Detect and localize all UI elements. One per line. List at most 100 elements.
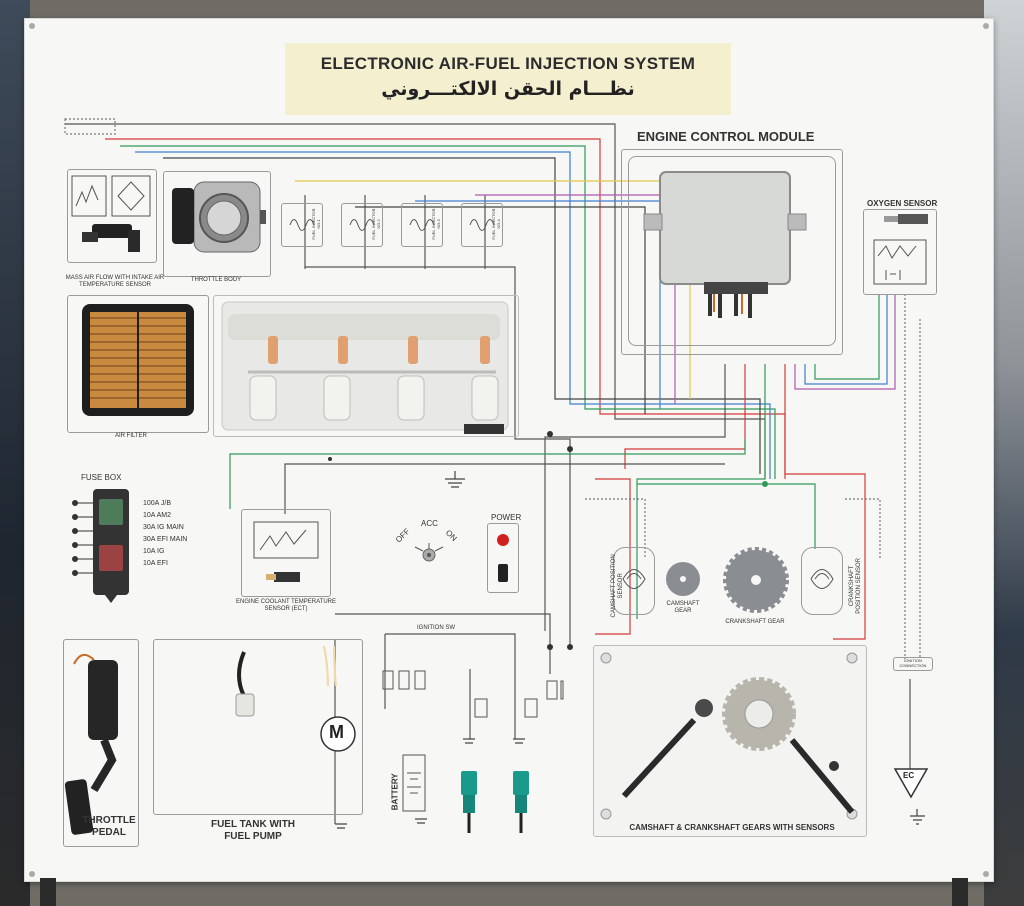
wire-green-top bbox=[120, 145, 776, 479]
wire-ecm-red bbox=[624, 364, 746, 469]
ignition-sw-label: IGNITION SW bbox=[417, 625, 455, 631]
relay-1-icon bbox=[461, 771, 477, 833]
fuse-item: 10A IG bbox=[143, 547, 165, 555]
throttle-body-panel bbox=[163, 171, 271, 277]
throttle-body-label: THROTTLE BODY bbox=[190, 277, 242, 283]
air-filter-label: AIR FILTER bbox=[115, 433, 147, 439]
motor-symbol-icon bbox=[320, 716, 356, 752]
title-banner: ELECTRONIC AIR-FUEL INJECTION SYSTEM نظـ… bbox=[285, 43, 731, 115]
stand-leg-right bbox=[952, 878, 968, 906]
wire-ect-green bbox=[229, 439, 746, 509]
corner-screw bbox=[983, 23, 989, 29]
ec-symbol-icon bbox=[893, 768, 929, 799]
throttle-pedal-panel bbox=[63, 639, 139, 847]
crankshaft-sensor-label: CRANKSHAFT POSITION SENSOR bbox=[849, 558, 862, 614]
oxygen-sensor-label: OXYGEN SENSOR bbox=[867, 199, 938, 208]
ect-sensor-panel bbox=[241, 509, 331, 597]
ground-symbols bbox=[335, 471, 925, 829]
injector-symbols: FUEL INJECTOR NO.1 FUEL INJECTOR NO.2 FU… bbox=[281, 203, 541, 247]
fuse-box-icon bbox=[72, 489, 129, 603]
wire-ect-gray bbox=[284, 463, 725, 514]
gears-sensors-panel bbox=[593, 645, 867, 837]
fuse-item: 10A EFI bbox=[143, 559, 168, 567]
gears-sensors-label: CAMSHAFT & CRANKSHAFT GEARS WITH SENSORS bbox=[629, 823, 835, 832]
title-arabic: نظـــام الحقن الالكتـــروني bbox=[381, 78, 635, 100]
ignition-connection-box: IGNITION CONNECTION bbox=[893, 657, 933, 671]
ecm-unit-icon bbox=[643, 171, 807, 318]
ignition-switch-icon bbox=[414, 543, 444, 562]
ignition-connection-label: IGNITION CONNECTION bbox=[899, 658, 927, 668]
wire-cam-red bbox=[595, 478, 631, 635]
wire-pump bbox=[335, 613, 551, 674]
intake-manifold-panel bbox=[213, 295, 519, 437]
fuel-pump-hose-icon bbox=[323, 645, 337, 687]
injector-symbol-1: FUEL INJECTOR NO.1 bbox=[281, 203, 323, 247]
ect-label: ENGINE COOLANT TEMPERATURE SENSOR (ECT) bbox=[235, 599, 337, 612]
wire-dashed-cam bbox=[585, 498, 881, 559]
wire-dashed-right bbox=[904, 294, 921, 659]
throttle-body-icon bbox=[172, 181, 266, 253]
power-label: POWER bbox=[491, 513, 522, 522]
injector-symbol-4: FUEL INJECTOR NO.4 bbox=[461, 203, 503, 247]
relay-circuit-icon bbox=[382, 670, 564, 718]
wire-dark-top bbox=[163, 157, 761, 474]
camshaft-sensor-coil-icon bbox=[622, 569, 646, 589]
ec-symbol-text: EC bbox=[903, 771, 915, 780]
training-board: ELECTRONIC AIR-FUEL INJECTION SYSTEM نظـ… bbox=[24, 18, 994, 882]
corner-screw bbox=[29, 23, 35, 29]
injector-symbol-3: FUEL INJECTOR NO.3 bbox=[401, 203, 443, 247]
wire-ecm-red2 bbox=[784, 364, 866, 640]
fuel-tank-label: FUEL TANK WITH FUEL PUMP bbox=[210, 819, 296, 842]
maf-sensor-panel bbox=[67, 169, 157, 263]
ecm-panel bbox=[621, 149, 843, 355]
fuel-tank-panel: M bbox=[153, 639, 363, 815]
fuse-item: 30A EFI MAIN bbox=[143, 535, 188, 543]
wire-ecm-gray bbox=[544, 364, 726, 631]
fuse-item: 100A J/B bbox=[143, 499, 172, 507]
injector-coil-icon bbox=[469, 219, 495, 231]
power-toggle-switch[interactable] bbox=[498, 564, 508, 582]
power-indicator-lamp bbox=[497, 534, 509, 546]
relay-2-icon bbox=[513, 771, 529, 833]
camshaft-sensor-panel bbox=[613, 547, 655, 615]
corner-screw bbox=[29, 871, 35, 877]
oxygen-sensor-icon bbox=[873, 214, 928, 285]
camshaft-sensor-label: CAMSHAFT POSITION SENSOR bbox=[611, 554, 624, 618]
injector-label-4: FUEL INJECTOR NO.4 bbox=[491, 208, 501, 240]
maf-sensor-icon bbox=[82, 224, 140, 252]
throttle-pedal-icon bbox=[64, 653, 118, 835]
injector-coil-icon bbox=[289, 219, 315, 231]
ecm-inner-frame bbox=[628, 156, 836, 346]
ignition-acc-label: ACC bbox=[421, 519, 438, 528]
fuel-pump-connector-icon bbox=[235, 651, 255, 717]
wire-blue-top bbox=[135, 151, 771, 479]
maf-label: MASS AIR FLOW WITH INTAKE AIR TEMPERATUR… bbox=[65, 275, 165, 288]
battery-symbol-icon bbox=[402, 754, 426, 812]
ecm-label: ENGINE CONTROL MODULE bbox=[637, 129, 815, 144]
wire-o2-green bbox=[814, 294, 880, 380]
injector-label-3: FUEL INJECTOR NO.3 bbox=[431, 208, 441, 240]
fuse-list: 100A J/B 10A AM2 30A IG MAIN 30A EFI MAI… bbox=[143, 497, 187, 569]
gears-sensors-icon bbox=[600, 652, 858, 820]
crankshaft-sensor-coil-icon bbox=[810, 569, 834, 589]
oxygen-sensor-panel bbox=[863, 209, 937, 295]
camshaft-gear-label: CAMSHAFT GEAR bbox=[666, 601, 700, 614]
wire-ground-inj bbox=[305, 266, 571, 649]
crankshaft-gear-icon bbox=[723, 547, 789, 613]
camshaft-gear-icon bbox=[666, 562, 700, 596]
wire-gray-inj1 bbox=[304, 195, 486, 269]
motor-symbol-text: M bbox=[329, 722, 344, 742]
fuse-item: 10A AM2 bbox=[143, 511, 172, 519]
air-filter-icon bbox=[82, 304, 194, 416]
crankshaft-sensor-panel bbox=[801, 547, 843, 615]
wire-o2-purple bbox=[794, 294, 896, 390]
wire-crank-green bbox=[637, 483, 816, 549]
power-panel bbox=[487, 523, 519, 593]
fuse-item: 30A IG MAIN bbox=[143, 523, 184, 531]
crankshaft-gear-label: CRANKSHAFT GEAR bbox=[725, 619, 785, 625]
intake-manifold-icon bbox=[221, 301, 509, 434]
fuse-box-label: FUSE BOX bbox=[81, 473, 122, 482]
ect-symbol-icon bbox=[253, 521, 319, 582]
wire-dashed-left bbox=[64, 118, 116, 135]
corner-screw bbox=[983, 871, 989, 877]
